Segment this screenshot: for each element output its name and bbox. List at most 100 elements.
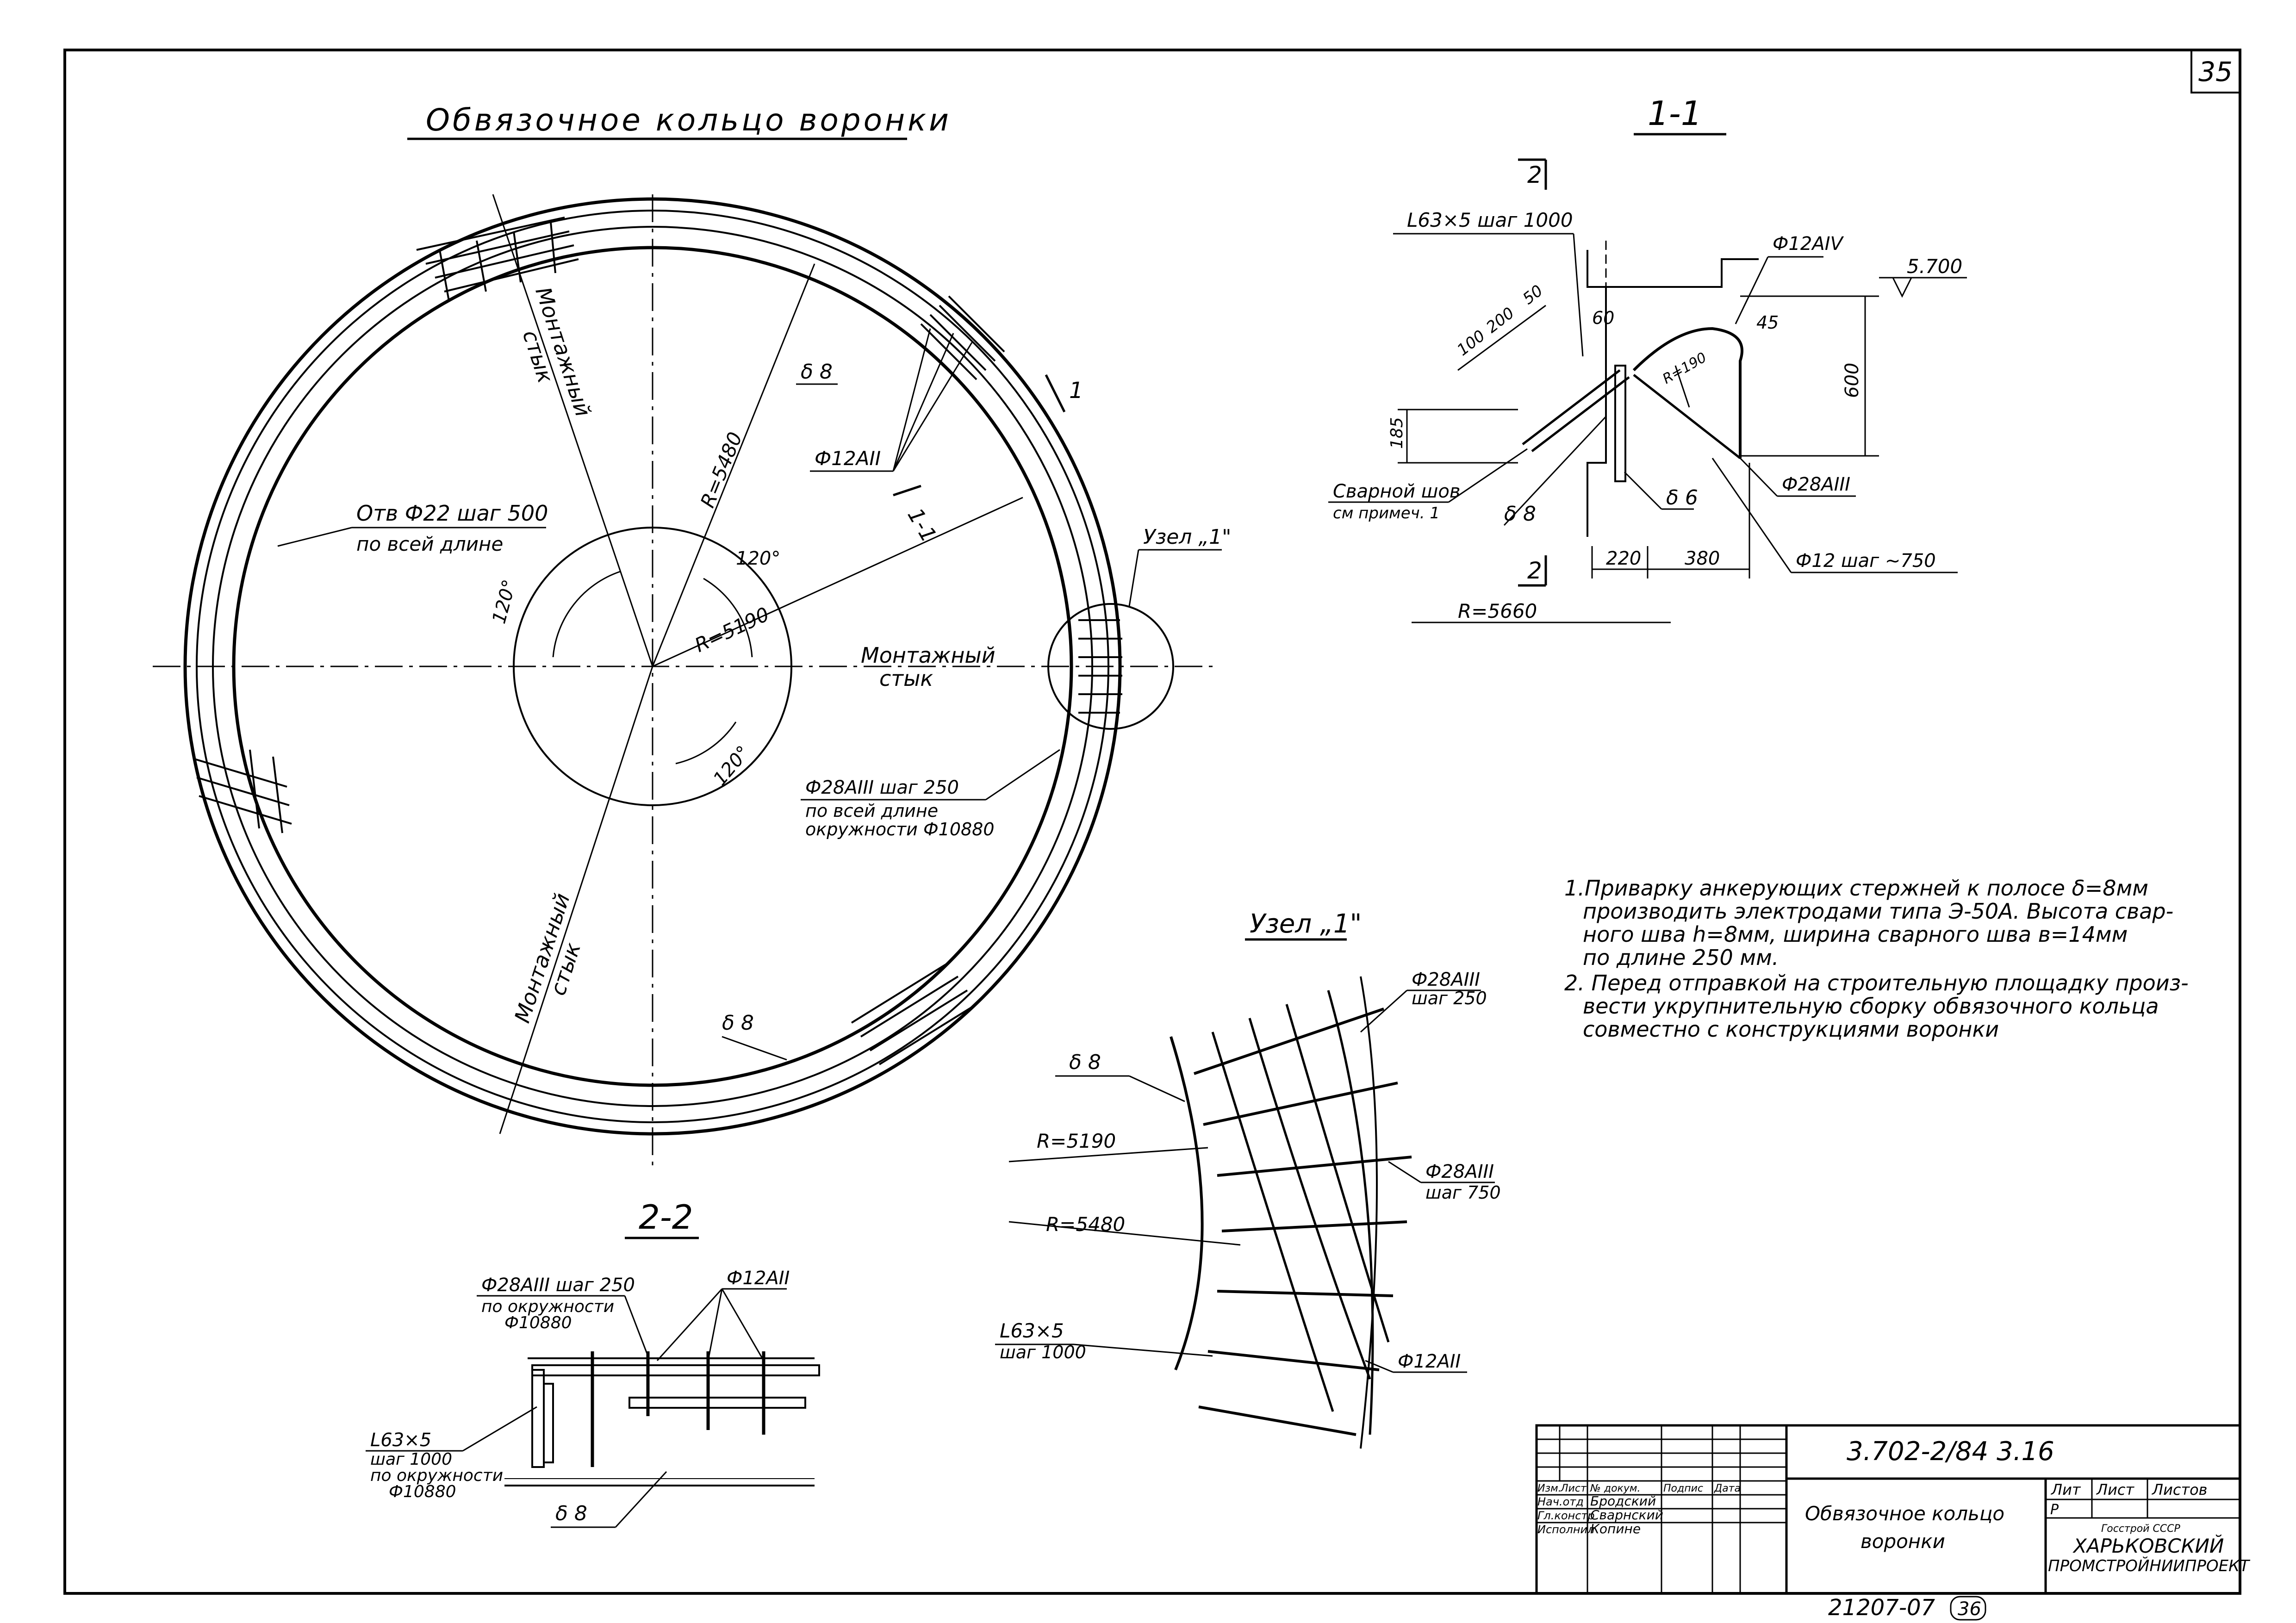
s22-angle-3: по окружности (370, 1466, 503, 1485)
tb-lit-value: Р (2050, 1502, 2059, 1518)
tb-listov-h: Листов (2152, 1481, 2208, 1499)
node-bar-label: Ф12АII (1398, 1351, 1461, 1372)
main-view-title: Обвязочное кольцо воронки (426, 102, 952, 138)
hole-callout-line2: по всей длине (356, 533, 503, 555)
angle-arc-right (703, 578, 753, 658)
rebar-cluster-left (194, 749, 292, 833)
tb-role-1: Нач.отд (1537, 1495, 1584, 1508)
node-rebar-top-2: шаг 250 (1412, 988, 1487, 1008)
plate-6-callout: δ 6 (1666, 486, 1698, 510)
angle-label-right: 120° (736, 548, 780, 569)
main-view: Обвязочное кольцо воронки (153, 102, 1231, 1166)
note-1-line-3: ного шва h=8мм, ширина сварного шва в=14… (1583, 922, 2128, 947)
s22-bar: Ф12АII (727, 1268, 790, 1289)
joint-label-right-2: стык (879, 666, 933, 691)
radius-line-5190 (652, 497, 1023, 667)
s22-vertical-bars (591, 1351, 765, 1467)
node-plate-arc (1170, 1036, 1204, 1371)
node-1-detail: Узел „1" Ф28АIII шаг 250 δ 8 R=5190 R=54… (995, 909, 1501, 1449)
node-1-circle (1047, 603, 1174, 730)
wall-outline (1587, 250, 1607, 537)
tb-name-2: Сварнский (1590, 1507, 1663, 1523)
rebar-cluster-right (1078, 619, 1122, 714)
section-mark-upper: 1 (1069, 378, 1083, 404)
section-1-1: 1-1 2 2 220 380 R=5660 600 (1328, 94, 1967, 623)
tb-role-2: Гл.констр (1537, 1509, 1595, 1522)
rebar-callout-line2: по всей длине (805, 801, 938, 821)
note-2-line-2: вести укрупнительную сборку обвязочного … (1583, 994, 2159, 1019)
note-1-line-2: производить электродами типа Э-50А. Высо… (1583, 899, 2173, 924)
dim-380: 380 (1685, 548, 1720, 569)
weld-callout-1: Сварной шов (1333, 481, 1460, 502)
s22-angle-1: L63×5 (370, 1430, 431, 1451)
s22-rebar-1: Ф28АIII шаг 250 (481, 1275, 635, 1296)
tb-h-sign: Подпис (1663, 1483, 1703, 1494)
tb-h-date: Дата (1714, 1483, 1741, 1494)
dim-185: 185 (1388, 417, 1406, 449)
node-angle-1: L63×5 (1000, 1319, 1064, 1342)
tb-org-2: ХАРЬКОВСКИЙ (2072, 1534, 2224, 1557)
tb-h-izm: Изм. (1537, 1483, 1562, 1494)
node-radial-bars (1194, 1007, 1412, 1436)
angle-label-bottom: 120° (709, 742, 754, 790)
rebar-cluster-top (416, 217, 579, 301)
s22-angle-4: Ф10880 (389, 1482, 456, 1501)
tb-code: 3.702-2/84 3.16 (1847, 1436, 2054, 1467)
plate-6 (1614, 365, 1626, 482)
s22-angle-2: шаг 1000 (370, 1450, 452, 1469)
plate-8-callout: δ 8 (1504, 502, 1536, 526)
node-r-inner: R=5190 (1037, 1130, 1116, 1152)
section-1-1-title: 1-1 (1648, 94, 1702, 133)
node-rebar-mid-2: шаг 750 (1425, 1182, 1501, 1203)
tb-role-3: Исполнил (1537, 1523, 1595, 1536)
note-2-line-3: совместно с конструкциями воронки (1583, 1017, 1999, 1042)
dim-60: 60 (1592, 308, 1614, 328)
plate-label-bottom: δ 8 (722, 1011, 754, 1035)
rebar-cluster-bottom-right (851, 962, 977, 1065)
title-block: Изм. Лист № докум. Подпис Дата Нач.отд Б… (1535, 1424, 2250, 1595)
note-2-line-1: 2. Перед отправкой на строительную площа… (1564, 970, 2189, 995)
rebar-callout-line1: Ф28АIII шаг 250 (805, 777, 959, 798)
notes: 1.Приварку анкерующих стержней к полосе … (1564, 876, 2189, 1042)
svg-text:100: 100 (1454, 327, 1489, 360)
tb-name-line1: Обвязочное кольцо (1805, 1502, 2004, 1525)
s22-rebar-3: Ф10880 (504, 1313, 572, 1332)
joint-label-top: Монтажный стык (518, 284, 596, 420)
weld-callout-2: см примеч. 1 (1333, 504, 1440, 522)
section-2-2-title: 2-2 (639, 1198, 693, 1237)
rebar-cluster-upper-right (920, 295, 1005, 380)
node-label-main: Узел „1" (1143, 525, 1231, 549)
node-angle-2: шаг 1000 (1000, 1342, 1086, 1362)
inventory-number: 21207-07 (1828, 1595, 1935, 1621)
node-1-title: Узел „1" (1250, 909, 1362, 939)
tb-lit-h: Лит (2051, 1481, 2081, 1499)
radius-line-5480 (652, 263, 815, 667)
radius-5660: R=5660 (1458, 600, 1537, 622)
s22-rebar-2: по окружности (481, 1297, 614, 1316)
angle-slope (1522, 369, 1621, 445)
bend-radius: R=190 (1660, 349, 1710, 387)
section-2-2: 2-2 Ф28АIII шаг 250 по окружности Ф10880… (366, 1198, 820, 1528)
rebar-28-callout: Ф28АIII (1782, 474, 1850, 495)
node-rebar-mid-1: Ф28АIII (1425, 1161, 1494, 1182)
tb-h-list: Лист (1560, 1483, 1587, 1494)
cut-mark-bottom: 2 (1527, 557, 1542, 584)
tb-org-3: ПРОМСТРОЙНИИПРОЕКТ (2048, 1556, 2250, 1575)
section-mark-lower: 1-1 (902, 504, 941, 547)
sheet-number: 35 (2198, 56, 2233, 87)
radius-5480-label: R=5480 (696, 429, 747, 511)
radius-5190-label: R=5190 (691, 603, 773, 657)
cut-mark-top: 2 (1527, 162, 1542, 188)
rebar-callout-line3: окружности Ф10880 (805, 819, 995, 839)
angle-arc-bottom (675, 721, 737, 765)
joint-line-bottom (499, 666, 653, 1134)
sheet-frame (63, 49, 2241, 1595)
title-block-grid (1537, 1425, 1786, 1593)
bent-rebar (1632, 327, 1743, 458)
tb-h-doc: № докум. (1590, 1483, 1640, 1494)
s22-plate: δ 8 (555, 1502, 587, 1525)
rebar-12-callout: Ф12 шаг ~750 (1796, 550, 1936, 572)
tb-list-h: Лист (2096, 1481, 2134, 1499)
inventory-sheet-box (1950, 1596, 1986, 1621)
sheet-number-box (2190, 49, 2241, 93)
